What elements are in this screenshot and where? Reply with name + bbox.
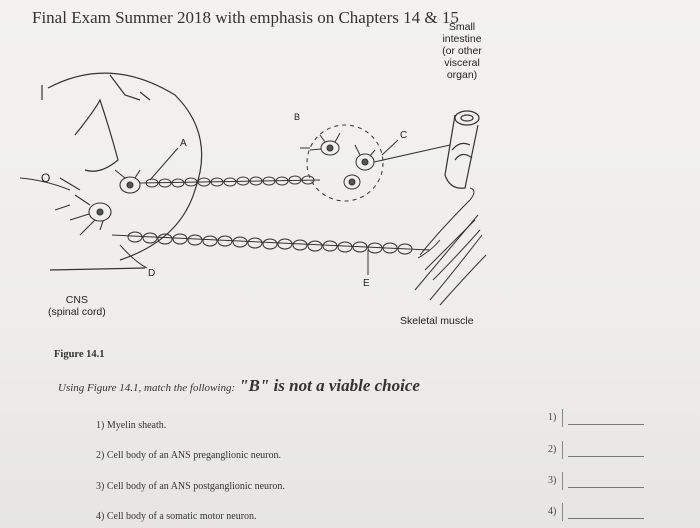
small-intestine (444, 110, 480, 189)
lower-myelin-segments (127, 231, 413, 255)
question-2: 2) Cell body of an ANS preganglionic neu… (96, 450, 281, 461)
answer-blank-1[interactable]: 1) (548, 409, 644, 427)
cns-label-line: CNS (65, 294, 88, 306)
question-1: 1) Myelin sheath. (96, 420, 167, 431)
answer-tick (562, 503, 563, 521)
ganglion (306, 124, 384, 202)
answer-line[interactable] (568, 518, 644, 519)
organ-label-line: intestine (442, 33, 482, 45)
question-4: 4) Cell body of a somatic motor neuron. (96, 511, 257, 522)
answer-tick (562, 472, 563, 490)
answer-number: 1) (548, 412, 557, 423)
figure-caption: Figure 14.1 (54, 349, 105, 360)
pointer-d (119, 244, 148, 269)
answer-line[interactable] (568, 487, 644, 488)
pointer-c (381, 139, 399, 156)
instruction-prefix: Using Figure 14.1, match the following: (58, 382, 236, 394)
answer-number: 2) (548, 444, 557, 455)
organ-label: Small intestine (or other visceral organ… (432, 21, 492, 81)
label-b: B (294, 112, 301, 122)
skeletal-muscle-label: Skeletal muscle (400, 315, 474, 327)
spinal-cord-bottom (49, 267, 146, 271)
answer-line[interactable] (568, 456, 644, 457)
instruction-emphasis: "B" is not a viable choice (239, 376, 420, 395)
upper-myelinated-axon (139, 179, 321, 184)
spinal-cord-outline (47, 72, 203, 261)
cns-label-line: (spinal cord) (48, 306, 106, 318)
grey-matter (74, 98, 119, 172)
upper-myelin-segments (145, 175, 315, 188)
answer-line[interactable] (568, 424, 644, 425)
ganglion-neurons (300, 132, 451, 190)
label-c: C (400, 130, 408, 141)
answer-tick (562, 441, 563, 459)
answer-number: 4) (548, 506, 557, 517)
instruction: Using Figure 14.1, match the following: … (58, 376, 420, 396)
organ-label-line: organ) (446, 69, 478, 81)
page-title: Final Exam Summer 2018 with emphasis on … (32, 8, 459, 27)
label-o: O (41, 171, 51, 185)
answer-tick (562, 409, 563, 427)
answer-blank-2[interactable]: 2) (548, 441, 644, 459)
skeletal-muscle (414, 187, 487, 306)
organ-label-line: Small (448, 21, 476, 33)
somatic-motor-cell-body (88, 202, 112, 222)
label-e: E (363, 278, 370, 289)
cns-label: CNS (spinal cord) (48, 294, 106, 318)
label-a: A (180, 138, 187, 149)
answer-blank-4[interactable]: 4) (548, 503, 644, 521)
preganglionic-cell-body (119, 176, 141, 194)
organ-label-line: (or other (442, 45, 482, 57)
question-3: 3) Cell body of an ANS postganglionic ne… (96, 481, 285, 492)
cns-neurons (19, 169, 141, 236)
answer-number: 3) (548, 475, 557, 486)
pointer-a (149, 147, 179, 181)
organ-label-line: visceral (444, 57, 480, 69)
label-d: D (148, 268, 156, 279)
answer-blank-3[interactable]: 3) (548, 472, 644, 490)
